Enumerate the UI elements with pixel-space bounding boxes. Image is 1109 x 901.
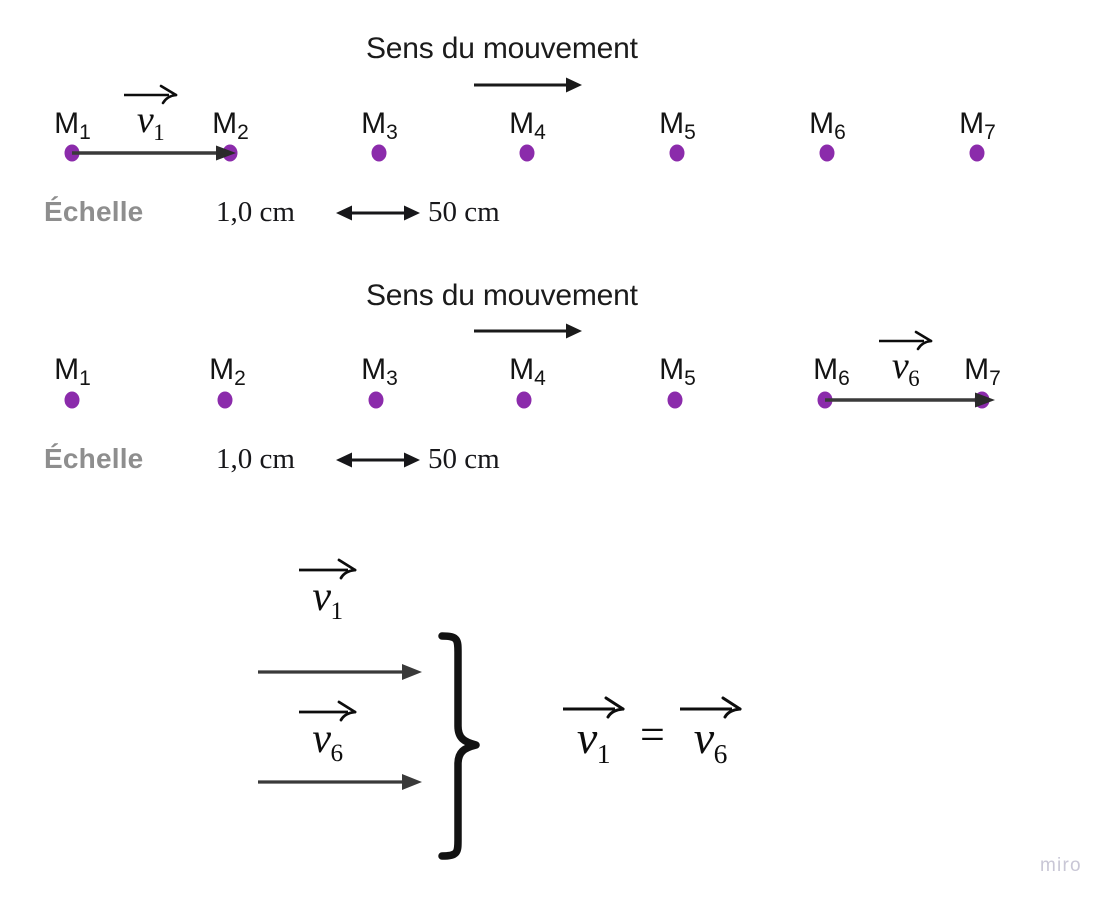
echelle-value-right-bottom: 50 cm — [428, 443, 500, 475]
point-label-m4-top: M4 — [509, 107, 546, 144]
miro-watermark: miro — [1040, 855, 1082, 876]
echelle-double-arrow-bottom — [336, 450, 420, 470]
point-dot-m4-top — [519, 144, 535, 162]
point-label-m5-top: M5 — [659, 107, 696, 144]
equation-right-symbol: v6 — [693, 712, 728, 769]
point-label-m7-bottom: M7 — [964, 353, 1001, 390]
equation-right-vector: v6 — [679, 696, 743, 769]
point-label-m7-top: M7 — [959, 107, 996, 144]
comparison-vector-label-v1: v1 — [298, 558, 358, 626]
echelle-double-arrow-top — [336, 203, 420, 223]
equation-v1-equals-v6: v1 = v6 — [562, 696, 743, 769]
velocity-vector-arrow-v6-bottom — [825, 392, 1000, 410]
point-label-m3-top: M3 — [361, 107, 398, 144]
comparison-arrow-v1 — [258, 662, 428, 682]
sens-du-mouvement-arrow-bottom — [474, 322, 584, 340]
point-label-m4-bottom: M4 — [509, 353, 546, 390]
point-label-m5-bottom: M5 — [659, 353, 696, 390]
vector-overarrow-icon — [879, 330, 933, 351]
sens-du-mouvement-arrow-top — [474, 76, 584, 94]
echelle-value-right-top: 50 cm — [428, 196, 500, 228]
point-dot-m3-top — [371, 144, 387, 162]
equals-sign: = — [640, 710, 665, 759]
comparison-vector-symbol-v6: v6 — [312, 716, 344, 768]
equation-left-vector: v1 — [562, 696, 626, 769]
point-label-m2-bottom: M2 — [209, 353, 246, 390]
vector-label-v1-top: v1 — [123, 84, 179, 146]
vector-overarrow-icon — [679, 696, 742, 719]
echelle-label-bottom: Échelle — [44, 443, 144, 474]
vector-symbol-v1-top: v1 — [136, 99, 165, 146]
vector-symbol-v6-bottom: v6 — [891, 345, 920, 392]
point-dot-m6-top — [819, 144, 835, 162]
point-dot-m7-top — [969, 144, 985, 162]
sens-du-mouvement-label-bottom: Sens du mouvement — [366, 279, 638, 312]
echelle-label-top: Échelle — [44, 196, 144, 227]
point-dot-m4-bottom — [516, 391, 532, 409]
comparison-vector-symbol-v1: v1 — [312, 574, 344, 626]
point-label-m6-bottom: M6 — [813, 353, 850, 390]
point-dot-m1-bottom — [64, 391, 80, 409]
sens-du-mouvement-label-top: Sens du mouvement — [366, 32, 638, 65]
equation-left-symbol: v1 — [576, 712, 611, 769]
point-label-m1-bottom: M1 — [54, 353, 91, 390]
vector-label-v6-bottom: v6 — [878, 330, 934, 392]
point-dot-m3-bottom — [368, 391, 384, 409]
vector-overarrow-icon — [563, 696, 625, 719]
point-label-m2-top: M2 — [212, 107, 249, 144]
point-dot-m5-bottom — [667, 391, 683, 409]
echelle-value-left-bottom: 1,0 cm — [216, 443, 295, 475]
vector-overarrow-icon — [299, 558, 357, 580]
vector-overarrow-icon — [299, 700, 357, 722]
curly-brace-icon — [424, 630, 494, 862]
point-label-m1-top: M1 — [54, 107, 91, 144]
point-label-m6-top: M6 — [809, 107, 846, 144]
point-label-m3-bottom: M3 — [361, 353, 398, 390]
velocity-vector-arrow-v1-top — [72, 145, 242, 163]
point-dot-m2-bottom — [217, 391, 233, 409]
point-dot-m5-top — [669, 144, 685, 162]
echelle-value-left-top: 1,0 cm — [216, 196, 295, 228]
comparison-vector-label-v6: v6 — [298, 700, 358, 768]
vector-overarrow-icon — [124, 84, 178, 105]
comparison-arrow-v6 — [258, 772, 428, 792]
